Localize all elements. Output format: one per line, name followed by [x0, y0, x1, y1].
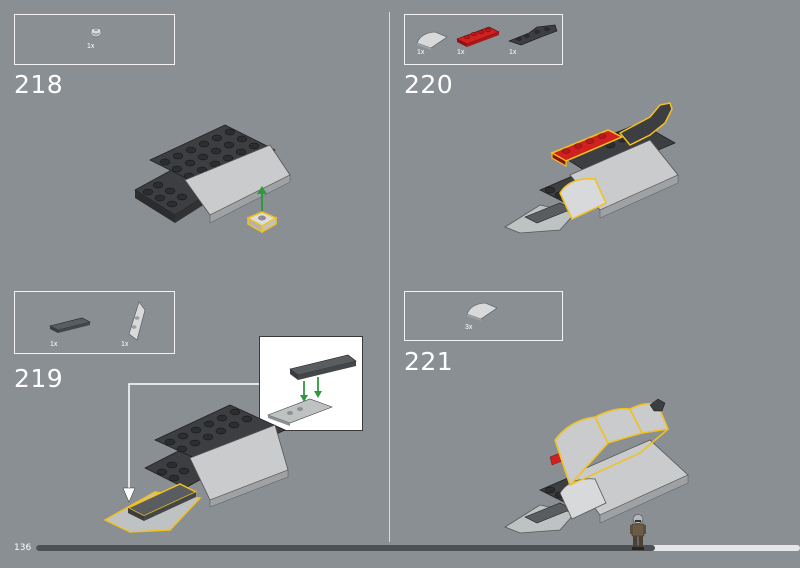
round-plate-part-icon: [90, 27, 102, 38]
part-quantity: 1x: [121, 341, 129, 348]
curved-slope-part-icon: [466, 302, 498, 321]
page-divider: [389, 12, 390, 542]
step-220-model-illustration: [504, 102, 679, 234]
step-219-model-illustration: [103, 383, 289, 533]
curved-slope-part-icon: [416, 31, 448, 50]
part-quantity: 1x: [509, 49, 517, 56]
step-number-221: 221: [404, 347, 454, 376]
minifigure-icon: [630, 514, 646, 550]
part-quantity: 1x: [417, 49, 425, 56]
part-quantity: 1x: [50, 341, 58, 348]
red-plate-part-icon: [456, 26, 500, 47]
step-221-model-illustration: [504, 398, 689, 534]
part-quantity: 1x: [457, 49, 465, 56]
sub-assembly-callout: [259, 336, 363, 431]
parts-box-step-221: 3x: [404, 291, 563, 341]
parts-box-step-220: 1x 1x 1x: [404, 14, 563, 65]
parts-box-step-218: 1x: [14, 14, 175, 65]
callout-illustration: [267, 354, 357, 426]
page-number: 136: [14, 543, 32, 553]
part-quantity: 1x: [87, 43, 95, 50]
tile-part-icon: [49, 317, 91, 333]
step-218-model-illustration: [134, 124, 291, 234]
step-number-219: 219: [14, 364, 64, 393]
part-quantity: 3x: [465, 324, 473, 331]
wedge-plate-part-icon: [128, 301, 146, 341]
parts-box-step-219: 1x 1x: [14, 291, 175, 354]
wing-plate-part-icon: [508, 24, 558, 46]
step-number-218: 218: [14, 70, 64, 99]
step-number-220: 220: [404, 70, 454, 99]
progress-bar-fill: [36, 545, 655, 551]
